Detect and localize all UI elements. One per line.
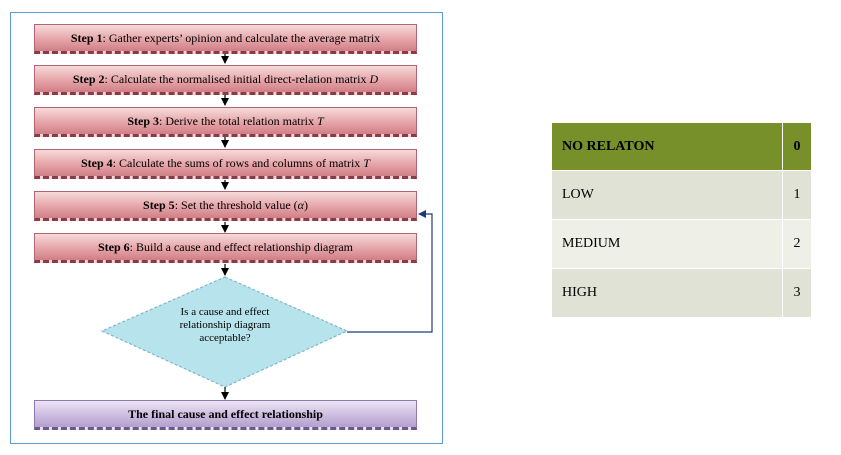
step-4-box: Step 4: Calculate the sums of rows and c… xyxy=(34,149,417,179)
step-1-box: Step 1: Gather experts’ opinion and calc… xyxy=(34,24,417,54)
step-2-symbol: D xyxy=(369,71,379,86)
step-3-symbol: T xyxy=(316,113,324,128)
decision-line-1: Is a cause and effect xyxy=(180,306,270,318)
step-3-text: : Derive the total relation matrix xyxy=(159,113,314,128)
table-row: LOW 1 xyxy=(551,170,812,220)
step-3-number: Step 3 xyxy=(127,113,160,128)
final-text: The final cause and effect relationship xyxy=(128,406,323,421)
step-5-box: Step 5: Set the threshold value (α) xyxy=(34,191,417,221)
decision-text: Is a cause and effect relationship diagr… xyxy=(160,306,290,345)
step-6-text: : Build a cause and effect relationship … xyxy=(129,239,354,254)
step-2-text: : Calculate the normalised initial direc… xyxy=(104,71,367,86)
step-1-text: : Gather experts’ opinion and calculate … xyxy=(102,30,381,45)
loop-back-arrow xyxy=(347,210,433,333)
step-3-box: Step 3: Derive the total relation matrix… xyxy=(34,107,417,137)
scale-label: NO RELATON xyxy=(551,122,783,171)
scale-value: 1 xyxy=(782,170,812,220)
step-5-number: Step 5 xyxy=(143,197,175,212)
flowchart-frame xyxy=(10,12,443,444)
table-row-header: NO RELATON 0 xyxy=(551,122,812,171)
scale-label: LOW xyxy=(551,170,783,220)
step-2-box: Step 2: Calculate the normalised initial… xyxy=(34,65,417,95)
step-5-suffix: ) xyxy=(303,197,308,212)
step-4-symbol: T xyxy=(363,155,370,170)
step-6-number: Step 6 xyxy=(97,239,130,254)
scale-value: 0 xyxy=(782,122,812,171)
step-5-symbol: α xyxy=(297,197,304,212)
decision-line-2: relationship diagram xyxy=(179,319,271,331)
step-5-text: : Set the threshold value ( xyxy=(174,197,298,212)
scale-value: 2 xyxy=(782,219,812,269)
step-6-box: Step 6: Build a cause and effect relatio… xyxy=(34,233,417,263)
step-2-number: Step 2 xyxy=(72,71,105,86)
step-4-number: Step 4 xyxy=(81,155,113,170)
decision-line-3: acceptable? xyxy=(199,332,251,344)
scale-value: 3 xyxy=(782,268,812,318)
table-row: MEDIUM 2 xyxy=(551,219,812,269)
final-box: The final cause and effect relationship xyxy=(34,400,417,430)
relation-scale-table: NO RELATON 0 LOW 1 MEDIUM 2 HIGH 3 xyxy=(551,122,812,318)
step-4-text: : Calculate the sums of rows and columns… xyxy=(112,155,361,170)
scale-label: HIGH xyxy=(551,268,783,318)
table-row: HIGH 3 xyxy=(551,268,812,318)
step-1-number: Step 1 xyxy=(70,30,103,45)
scale-label: MEDIUM xyxy=(551,219,783,269)
